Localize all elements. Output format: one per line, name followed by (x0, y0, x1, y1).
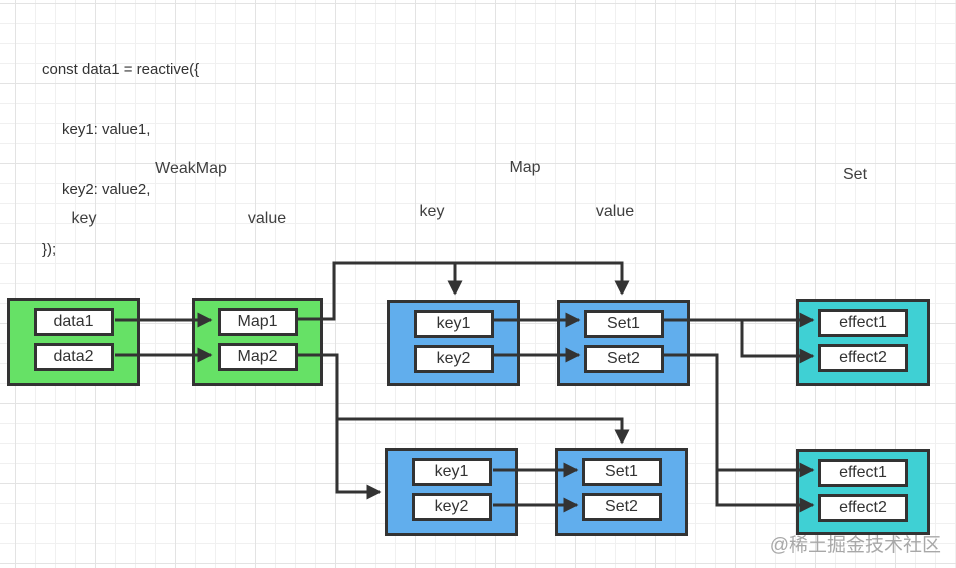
node-row2-effect1: effect1 (818, 459, 908, 487)
node-row2-set1: Set1 (581, 458, 662, 486)
row2-sets-container: Set1 Set2 (555, 448, 688, 536)
row2-effects-container: effect1 effect2 (796, 449, 930, 535)
label-weakmap: WeakMap (155, 160, 227, 177)
weakmap-container: data1 data2 (7, 298, 140, 386)
row2-keys-container: key1 key2 (385, 448, 518, 536)
node-row1-set1: Set1 (583, 310, 664, 338)
label-map-key: key (419, 203, 445, 220)
label-map-value: value (595, 203, 635, 220)
node-data2: data2 (33, 343, 114, 371)
arrow-map2-to-row2-sets (337, 417, 630, 445)
label-weakmap-value: value (247, 210, 287, 227)
node-map1: Map1 (217, 308, 298, 336)
node-row2-effect2: effect2 (818, 494, 908, 522)
node-row1-effect1: effect1 (818, 309, 908, 337)
node-row2-key2: key2 (411, 493, 492, 521)
code-snippet: const data1 = reactive({ key1: value1, k… (42, 20, 199, 300)
label-map: Map (509, 159, 541, 176)
node-row1-key2: key2 (413, 345, 494, 373)
code-line: key2: value2, (62, 181, 151, 198)
code-line: const data1 = reactive({ (42, 61, 200, 78)
node-data1: data1 (33, 308, 114, 336)
node-row2-key1: key1 (411, 458, 492, 486)
node-map2: Map2 (217, 343, 298, 371)
label-weakmap-key: key (71, 210, 97, 227)
row1-effects-container: effect1 effect2 (796, 299, 930, 386)
map-container: Map1 Map2 (192, 298, 323, 386)
row1-keys-container: key1 key2 (387, 300, 520, 386)
node-row1-key1: key1 (413, 310, 494, 338)
code-line: key1: value1, (62, 121, 151, 138)
watermark: @稀土掘金技术社区 (769, 535, 941, 556)
code-line: }); (42, 241, 57, 258)
node-row1-effect2: effect2 (818, 344, 908, 372)
node-row1-set2: Set2 (583, 345, 664, 373)
label-set: Set (842, 166, 868, 183)
node-row2-set2: Set2 (581, 493, 662, 521)
row1-sets-container: Set1 Set2 (557, 300, 690, 386)
